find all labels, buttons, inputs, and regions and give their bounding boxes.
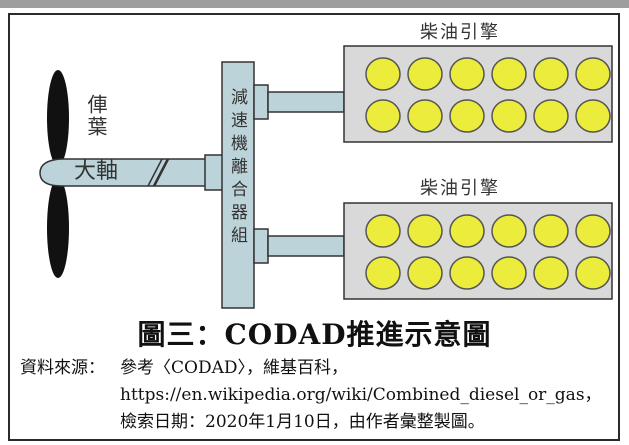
engine-label-lower: 柴油引擎 <box>420 178 500 199</box>
cylinder-icon <box>491 99 527 133</box>
propeller-label: 俥葉 <box>84 94 108 138</box>
cylinder-icon <box>491 57 527 91</box>
cylinder-icon <box>449 256 485 290</box>
cylinder-icon <box>575 214 611 248</box>
lower-coupling <box>253 228 345 264</box>
cylinder-icon <box>449 214 485 248</box>
cylinder-icon <box>407 57 443 91</box>
cylinder-icon <box>491 214 527 248</box>
cylinder-icon <box>365 99 401 133</box>
cylinder-icon <box>533 99 569 133</box>
upper-coupling <box>253 84 345 120</box>
cylinder-icon <box>575 99 611 133</box>
cylinder-icon <box>575 57 611 91</box>
figure-title: 圖三：CODAD推進示意圖 <box>137 318 492 351</box>
cylinders-upper <box>365 57 611 133</box>
top-rule <box>0 0 629 8</box>
source-text: 參考〈CODAD〉，維基百科，https://en.wikipedia.org/… <box>120 358 602 432</box>
shaft-label: 大軸 <box>74 159 119 184</box>
source-label: 資料來源： <box>20 358 105 378</box>
cylinder-icon <box>491 256 527 290</box>
cylinder-icon <box>533 256 569 290</box>
cylinder-icon <box>575 256 611 290</box>
engine-label-upper: 柴油引擎 <box>420 22 500 43</box>
shaft-flange <box>204 154 224 191</box>
cylinder-icon <box>407 99 443 133</box>
cylinder-icon <box>449 57 485 91</box>
shaft <box>39 158 211 187</box>
cylinder-icon <box>407 256 443 290</box>
cylinder-icon <box>365 256 401 290</box>
cylinder-icon <box>533 57 569 91</box>
propeller-icon <box>47 70 69 278</box>
cylinder-icon <box>365 57 401 91</box>
gearbox-label: 減速機離合器組 <box>227 88 247 249</box>
cylinders-lower <box>365 214 611 290</box>
cylinder-icon <box>449 99 485 133</box>
cylinder-icon <box>407 214 443 248</box>
cylinder-icon <box>533 214 569 248</box>
gearbox <box>221 61 255 309</box>
cylinder-icon <box>365 214 401 248</box>
